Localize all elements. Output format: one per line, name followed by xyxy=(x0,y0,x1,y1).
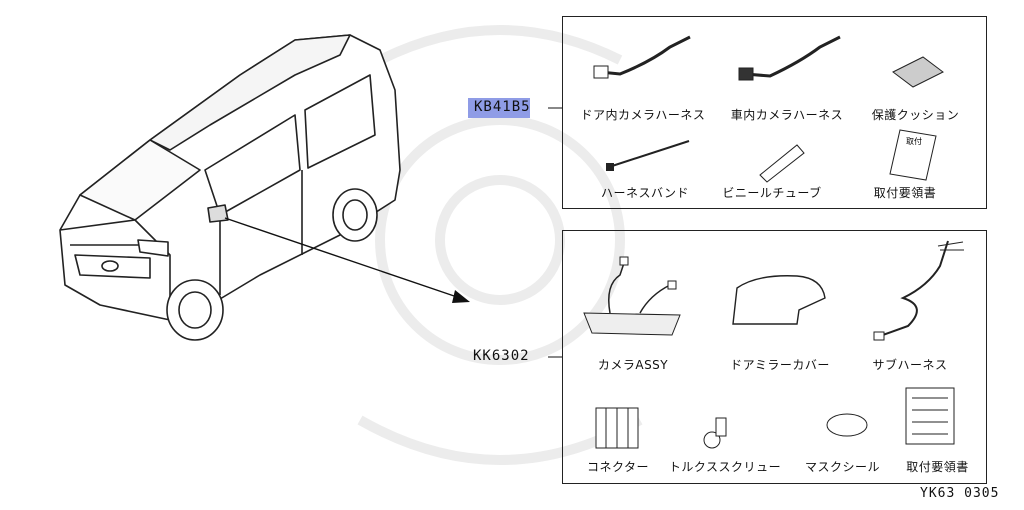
car-illustration xyxy=(59,34,401,341)
kit2-part-label: コネクター xyxy=(586,460,650,474)
kit1-code-highlight xyxy=(468,98,530,118)
cabin-camera-harness-drawing xyxy=(738,35,841,81)
vinyl-tube-drawing xyxy=(759,144,805,183)
kit2-part-label: マスクシール xyxy=(804,460,880,474)
kit2-part-label: カメラASSY xyxy=(597,358,669,372)
kit1-parts-box xyxy=(562,16,987,209)
kit1-part-label: 車内カメラハーネス xyxy=(730,108,844,122)
torx-screw-drawing xyxy=(703,417,727,449)
kit2-part-label: ドアミラーカバー xyxy=(730,358,830,372)
sub-harness-drawing xyxy=(873,240,964,341)
door-camera-harness-drawing xyxy=(593,35,691,79)
door-mirror-cover-drawing xyxy=(732,275,826,325)
kit2-part-label: トルクススクリュー xyxy=(668,460,782,474)
harness-band-drawing xyxy=(606,140,690,171)
kit2-part-label: サブハーネス xyxy=(872,358,948,372)
cushion-drawing xyxy=(892,56,944,88)
connector-drawing xyxy=(595,407,639,449)
kit2-code[interactable]: KK6302 xyxy=(473,348,530,364)
mask-seal-drawing xyxy=(826,413,868,437)
document-id: YK63 0305 xyxy=(920,486,1000,501)
kit2-parts-box xyxy=(562,230,987,484)
manual-booklet-drawing-2 xyxy=(905,387,955,445)
camera-assy-drawing xyxy=(583,256,681,336)
kit1-part-label: ビニールチューブ xyxy=(722,186,822,200)
manual-booklet-drawing-1: 取付 xyxy=(889,129,937,181)
kit1-code[interactable]: KB41B5 xyxy=(474,99,531,115)
booklet-title: 取付 xyxy=(906,136,922,146)
kit1-part-label: 取付要領書 xyxy=(873,186,937,200)
kit1-part-label: ハーネスバンド xyxy=(600,186,690,200)
kit1-part-label: 保護クッション xyxy=(871,108,960,122)
kit2-part-label: 取付要領書 xyxy=(906,460,969,474)
kit1-part-label: ドア内カメラハーネス xyxy=(580,108,706,122)
